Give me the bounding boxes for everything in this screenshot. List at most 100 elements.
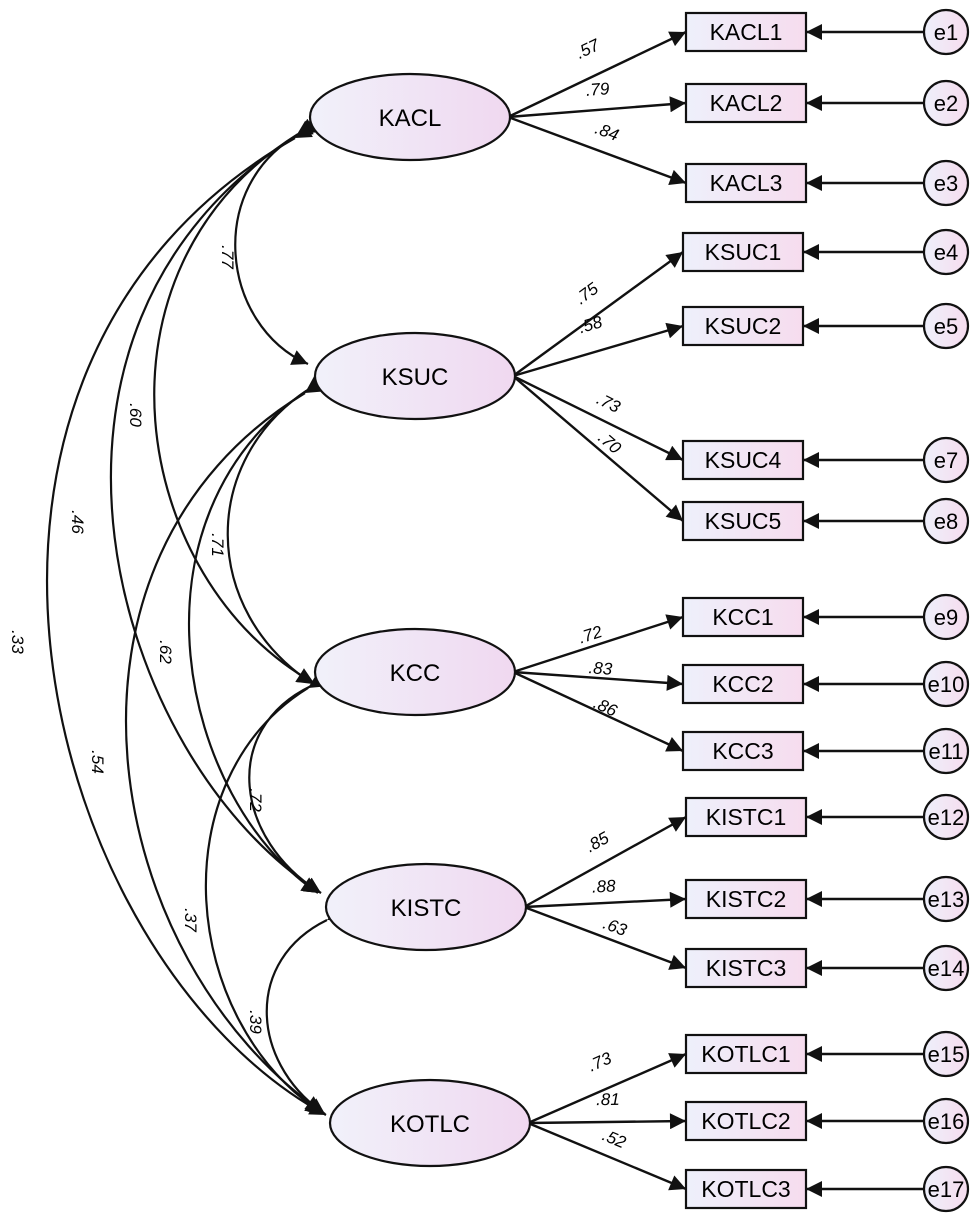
covariance-label: .71 [208, 533, 227, 557]
loading-arrow-ksuc4 [512, 374, 684, 462]
error-label: e2 [934, 91, 958, 116]
error-label: e17 [928, 1177, 965, 1202]
indicator-label: KACL2 [710, 90, 783, 116]
indicator-box-kacl3 [684, 162, 808, 204]
covariance-label: .60 [126, 403, 145, 427]
loading-label: .73 [594, 389, 624, 417]
indicator-box-kistc1 [684, 796, 808, 838]
indicator-label: KSUC5 [705, 508, 782, 534]
covariance-arrow-ksuc-kcc [226, 373, 327, 685]
error-circle-e4 [922, 228, 970, 276]
loading-label: .88 [591, 876, 616, 896]
loading-arrow-kcc1 [512, 614, 684, 674]
error-label: e11 [928, 739, 963, 764]
indicator-label: KSUC4 [705, 447, 782, 473]
covariance-label: .77 [218, 245, 237, 269]
error-label: e16 [928, 1109, 965, 1134]
latent-ellipse-ksuc [313, 331, 517, 421]
loading-arrow-ksuc1 [512, 251, 684, 377]
covariance-label: .37 [181, 908, 200, 932]
indicator-box-kcc3 [681, 730, 805, 772]
loading-label: .70 [594, 428, 625, 458]
indicator-box-kacl2 [684, 82, 808, 124]
indicator-box-ksuc1 [681, 231, 805, 273]
error-circle-e3 [922, 159, 970, 207]
loading-label: .83 [588, 658, 613, 679]
latent-label: KISTC [391, 895, 462, 922]
indicator-label: KSUC2 [705, 313, 782, 339]
indicator-box-ksuc5 [681, 500, 805, 542]
loading-arrow-kcc2 [512, 670, 684, 691]
loading-label: .57 [573, 35, 603, 63]
loading-arrow-kistc1 [523, 815, 687, 909]
indicator-label: KISTC2 [706, 886, 787, 912]
covariance-layer [46, 118, 345, 1116]
error-label: e7 [934, 448, 958, 473]
covariance-arrow-kacl-ksuc [234, 118, 319, 366]
indicator-box-kotlc3 [684, 1168, 808, 1210]
error-circle-e5 [922, 302, 970, 350]
covariance-label: .33 [8, 630, 27, 654]
loading-label: .75 [572, 279, 603, 309]
indicator-label: KACL3 [710, 170, 783, 196]
covariance-arrow-kacl-kcc [153, 118, 316, 684]
covariance-arrow-kistc-kotlc [265, 905, 345, 1113]
error-circle-e7 [922, 436, 970, 484]
indicator-label: KOTLC1 [701, 1041, 790, 1067]
latent-ellipse-kcc [313, 627, 517, 717]
error-circle-e1 [922, 8, 970, 56]
error-circle-e8 [922, 497, 970, 545]
covariance-label: .62 [156, 640, 175, 664]
loading-label: .58 [576, 312, 605, 337]
error-circle-e10 [922, 660, 970, 708]
loading-label: .63 [601, 914, 630, 940]
loading-path-layer [507, 24, 924, 1197]
indicator-box-ksuc2 [681, 305, 805, 347]
latent-ellipse-kotlc [328, 1078, 532, 1168]
loading-arrow-kacl2 [507, 96, 687, 119]
latent-label: KSUC [382, 364, 449, 391]
indicator-label: KISTC1 [706, 804, 787, 830]
indicator-box-kotlc2 [684, 1100, 808, 1142]
error-label: e10 [928, 672, 965, 697]
indicator-label: KACL1 [710, 19, 783, 45]
loading-arrow-kotlc3 [527, 1121, 687, 1191]
covariance-label: .39 [246, 1010, 265, 1034]
error-circle-e13 [922, 875, 970, 923]
loading-arrow-kacl3 [507, 115, 687, 185]
indicator-label: KCC3 [712, 738, 773, 764]
indicator-label: KOTLC3 [701, 1176, 790, 1202]
error-circle-e11 [922, 727, 970, 775]
loading-label: .84 [593, 119, 622, 145]
error-label: e8 [934, 509, 958, 534]
indicator-box-ksuc4 [681, 439, 805, 481]
error-label: e5 [934, 314, 958, 339]
loading-label: .73 [585, 1048, 615, 1075]
error-label: e1 [934, 20, 958, 45]
loading-label: .81 [596, 1090, 620, 1109]
loading-arrow-kistc2 [523, 891, 687, 909]
error-label: e13 [928, 887, 965, 912]
error-circle-e16 [922, 1097, 970, 1145]
indicator-box-kistc3 [684, 947, 808, 989]
covariance-arrow-kcc-kotlc [204, 672, 326, 1114]
error-circle-e12 [922, 793, 970, 841]
error-circle-e9 [922, 593, 970, 641]
covariance-label: .54 [88, 750, 107, 774]
indicator-box-kistc2 [684, 878, 808, 920]
latent-ellipse-kacl [308, 72, 512, 162]
covariance-arrow-kcc-kistc [248, 671, 329, 894]
loading-arrow-ksuc2 [512, 322, 684, 378]
covariance-arrow-ksuc-kistc [187, 375, 324, 894]
covariance-arrow-kacl-kistc [109, 120, 322, 894]
latent-label: KACL [379, 105, 442, 132]
indicator-label: KCC2 [712, 671, 773, 697]
error-circle-e15 [922, 1030, 970, 1078]
loading-arrow-kotlc1 [527, 1052, 687, 1125]
indicator-box-kcc2 [681, 663, 805, 705]
loading-label: .52 [600, 1126, 630, 1153]
loading-label: .79 [585, 79, 611, 100]
latent-label: KCC [390, 660, 441, 687]
